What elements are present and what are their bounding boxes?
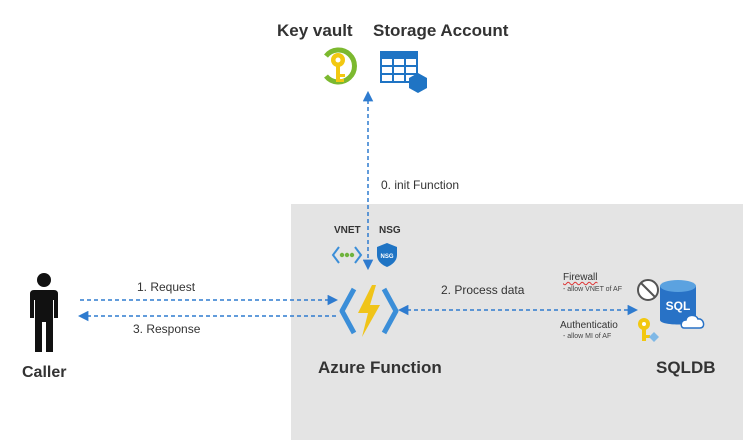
key-vault-icon xyxy=(324,47,357,85)
sql-database-icon: SQL xyxy=(660,280,705,329)
storage-table-icon xyxy=(380,51,427,93)
nsg-shield-icon: NSG xyxy=(377,243,397,267)
sqldb-label: SQLDB xyxy=(656,358,716,377)
authentication-note: - allow MI of AF xyxy=(563,333,612,340)
init-function-label: 0. init Function xyxy=(381,178,460,192)
request-label: 1. Request xyxy=(137,280,196,294)
firewall-note: - allow VNET of AF xyxy=(563,286,623,293)
vnet-label: VNET xyxy=(334,225,361,236)
azure-function-label: Azure Function xyxy=(318,358,442,377)
managed-identity-key-icon xyxy=(638,318,659,342)
storage-account-label: Storage Account xyxy=(373,21,509,40)
process-data-label: 2. Process data xyxy=(441,283,525,297)
nsg-label: NSG xyxy=(379,225,401,236)
response-label: 3. Response xyxy=(133,322,201,336)
firewall-blocked-icon xyxy=(637,279,659,301)
azure-function-icon xyxy=(339,285,399,337)
firewall-title: Firewall xyxy=(563,272,598,283)
authentication-title: Authenticatio xyxy=(560,320,618,331)
init-function-word: Function xyxy=(413,178,460,192)
caller-person-icon xyxy=(30,273,58,352)
sql-icon-text: SQL xyxy=(666,299,691,313)
caller-label: Caller xyxy=(22,364,67,381)
nsg-badge-text: NSG xyxy=(380,254,393,260)
vnet-icon xyxy=(331,246,363,264)
key-vault-label: Key vault xyxy=(277,21,353,40)
